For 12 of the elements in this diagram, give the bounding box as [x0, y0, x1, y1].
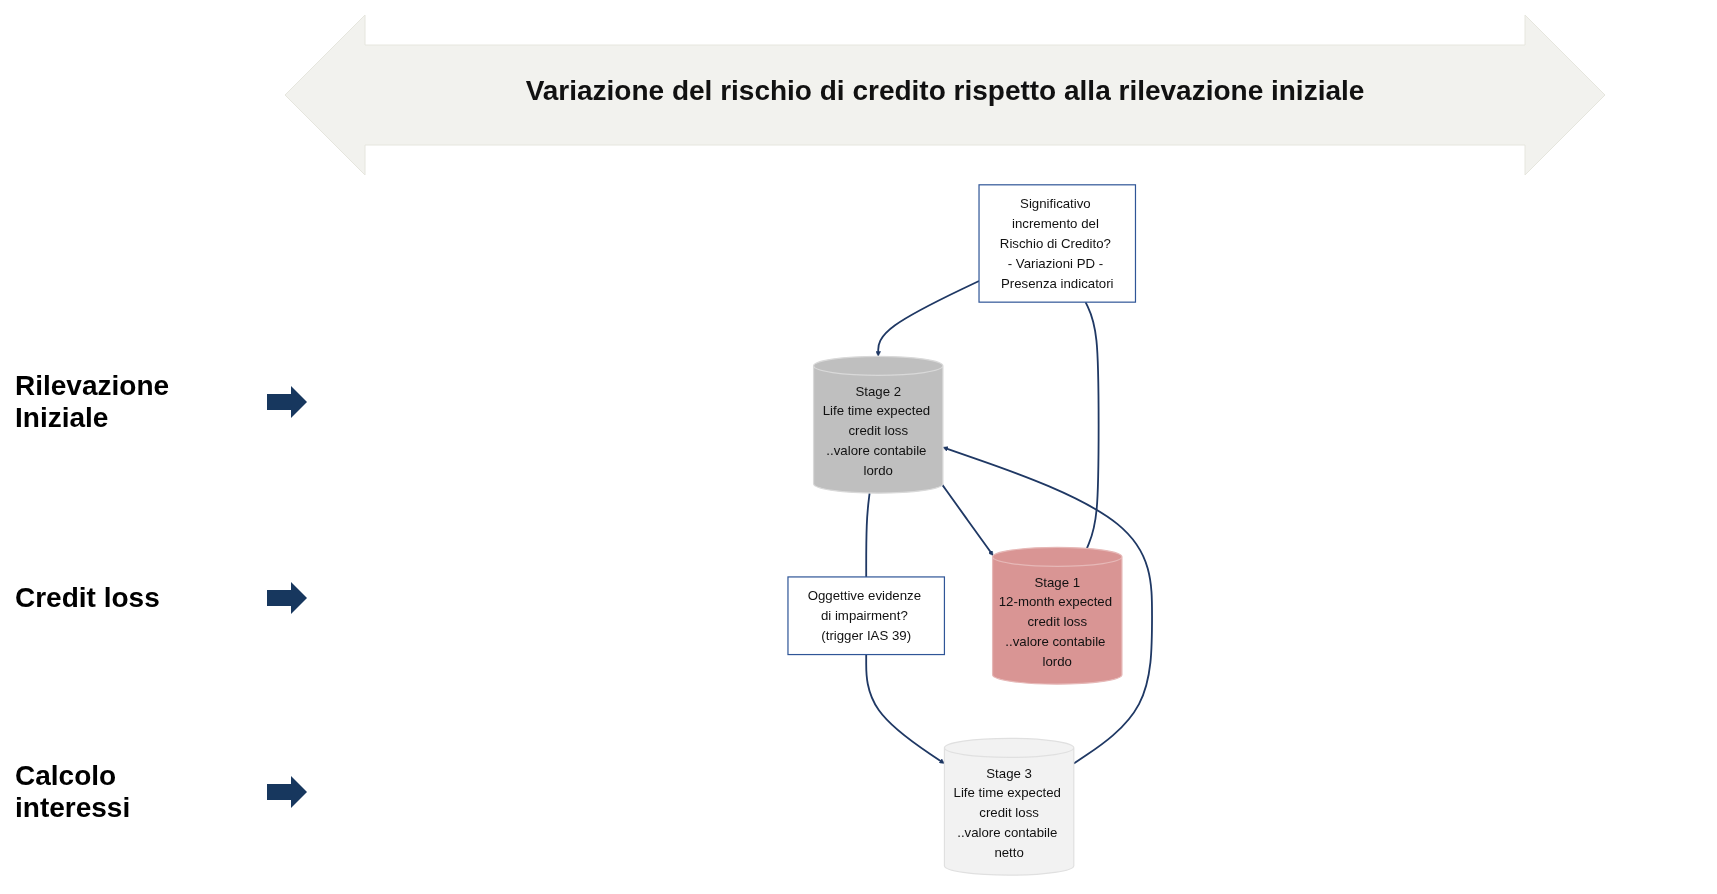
connector — [865, 492, 871, 578]
node-box: Significativo incremento del Rischio di Credito? - Variazioni PD - Presenza indicatori — [978, 184, 1137, 303]
connector — [1084, 301, 1100, 550]
node-box: Oggettive evidenze di impairment? (trigger IAS 39) — [787, 576, 946, 656]
arrow — [865, 653, 945, 764]
row-label: Rilevazione Iniziale — [15, 370, 171, 434]
arrow — [941, 484, 994, 556]
arrow — [942, 446, 1153, 765]
band-label: Variazione del rischio di credito rispetto alla rilevazione iniziale — [524, 75, 1366, 107]
arrow — [875, 280, 980, 357]
row-label: Calcolo interessi — [15, 760, 132, 824]
row-label: Credit loss — [15, 582, 161, 614]
